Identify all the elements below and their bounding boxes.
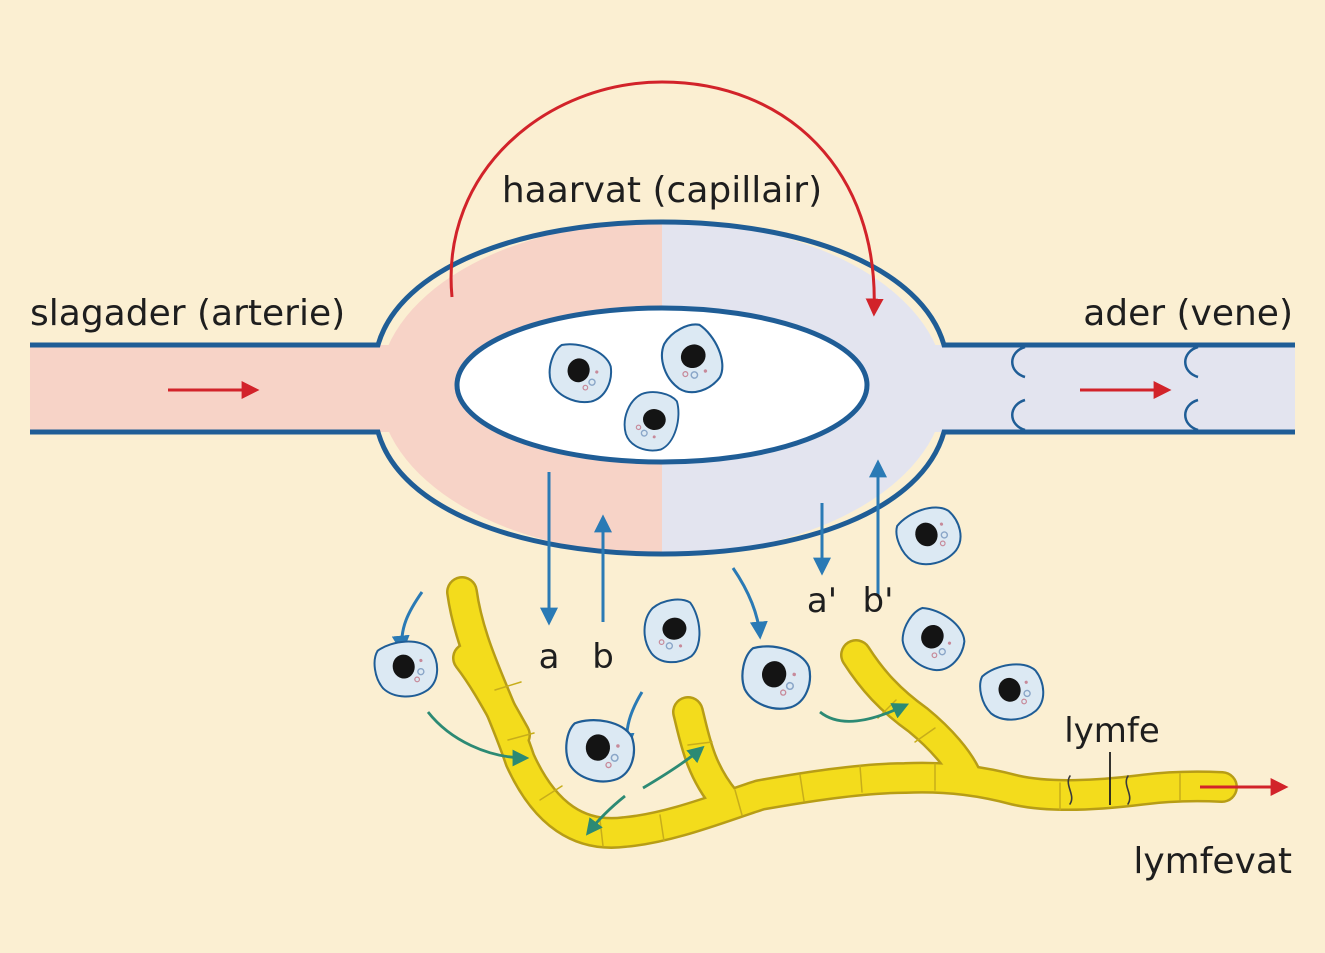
label-b-prime: b'	[863, 581, 894, 621]
label-vein: ader (vene)	[1083, 293, 1293, 334]
label-lymph-vessel: lymfevat	[1133, 841, 1292, 882]
label-artery: slagader (arterie)	[30, 293, 345, 334]
label-a: a	[539, 637, 560, 677]
label-a-prime: a'	[807, 581, 837, 621]
label-lymph: lymfe	[1064, 711, 1160, 751]
label-b: b	[592, 637, 614, 677]
label-capillary: haarvat (capillair)	[502, 170, 822, 211]
